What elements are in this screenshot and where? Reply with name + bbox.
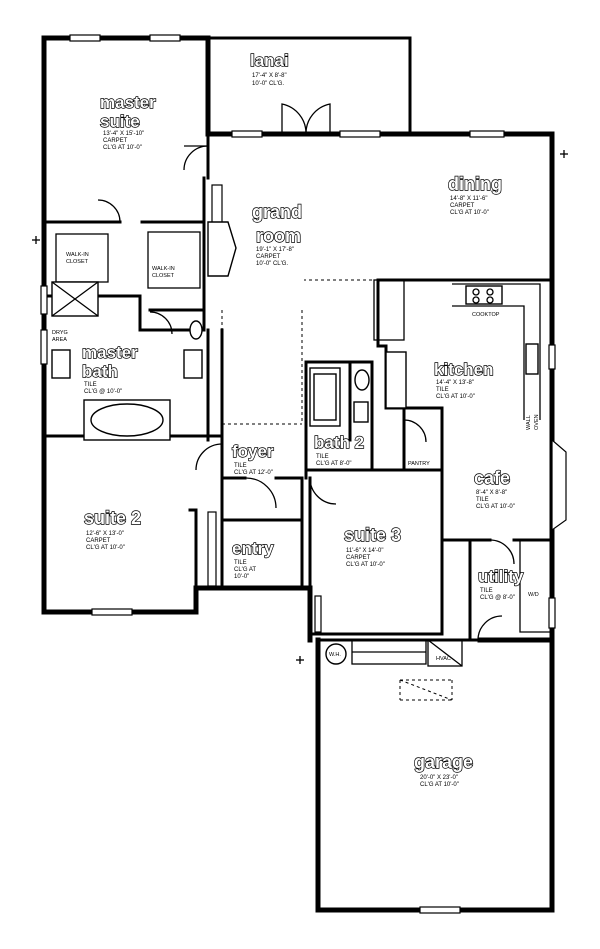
svg-text:TILE: TILE bbox=[476, 497, 489, 503]
svg-text:CL'G @ 8'-0": CL'G @ 8'-0" bbox=[480, 595, 515, 601]
svg-text:WALK-IN: WALK-IN bbox=[66, 252, 89, 258]
master-bath-name-2: bath bbox=[82, 362, 118, 381]
svg-text:8'-4" X 8'-8": 8'-4" X 8'-8" bbox=[476, 490, 507, 496]
svg-text:CL'G AT 10'-0": CL'G AT 10'-0" bbox=[450, 210, 489, 216]
svg-text:CL'G @ 10'-0": CL'G @ 10'-0" bbox=[84, 389, 122, 395]
svg-text:CL'G AT 10'-0": CL'G AT 10'-0" bbox=[420, 782, 459, 788]
svg-text:CLOSET: CLOSET bbox=[66, 259, 89, 265]
svg-text:CARPET: CARPET bbox=[103, 138, 128, 144]
grand-room-name: grand bbox=[252, 202, 302, 222]
svg-text:12'-6" X 13'-0": 12'-6" X 13'-0" bbox=[86, 531, 124, 537]
svg-text:CL'G AT 10'-0": CL'G AT 10'-0" bbox=[436, 394, 475, 400]
svg-text:TILE: TILE bbox=[316, 454, 329, 460]
svg-text:CARPET: CARPET bbox=[450, 203, 475, 209]
svg-text:10'-0" CL'G.: 10'-0" CL'G. bbox=[256, 261, 288, 267]
svg-text:WALK-IN: WALK-IN bbox=[152, 266, 175, 272]
svg-text:CL'G AT 10'-0": CL'G AT 10'-0" bbox=[476, 504, 515, 510]
svg-text:13'-4" X 15'-10": 13'-4" X 15'-10" bbox=[103, 131, 144, 137]
garage-name: garage bbox=[414, 752, 473, 772]
svg-text:CARPET: CARPET bbox=[346, 555, 371, 561]
interior-walls bbox=[42, 132, 554, 701]
utility-name: utility bbox=[478, 567, 524, 586]
svg-text:WALL: WALL bbox=[526, 415, 532, 430]
grand-room-name-2: room bbox=[256, 226, 301, 246]
svg-text:W.H.: W.H. bbox=[329, 652, 341, 658]
suite3-name: suite 3 bbox=[344, 525, 401, 545]
master-suite-name-2: suite bbox=[100, 112, 140, 131]
svg-text:CL'G AT: CL'G AT bbox=[234, 567, 256, 573]
cafe-name: cafe bbox=[474, 468, 510, 488]
svg-text:HVAC: HVAC bbox=[436, 656, 451, 662]
room-labels: master suite 13'-4" X 15'-10" CARPET CL'… bbox=[81, 50, 524, 788]
master-suite-name: master bbox=[100, 93, 156, 112]
svg-text:DRYG: DRYG bbox=[52, 330, 68, 336]
svg-text:OVEN: OVEN bbox=[534, 414, 540, 430]
svg-text:14'-8" X 11'-6": 14'-8" X 11'-6" bbox=[450, 196, 487, 202]
svg-text:10'-0": 10'-0" bbox=[234, 574, 249, 580]
entry-name: entry bbox=[232, 539, 274, 558]
svg-text:CLOSET: CLOSET bbox=[152, 273, 175, 279]
dining-name: dining bbox=[448, 174, 502, 194]
svg-text:TILE: TILE bbox=[234, 463, 247, 469]
svg-text:PANTRY: PANTRY bbox=[408, 461, 430, 467]
svg-text:19'-1" X 17'-8": 19'-1" X 17'-8" bbox=[256, 247, 294, 253]
svg-text:COOKTOP: COOKTOP bbox=[472, 312, 500, 318]
svg-text:CARPET: CARPET bbox=[86, 538, 111, 544]
svg-text:17'-4" X 8'-8": 17'-4" X 8'-8" bbox=[252, 73, 287, 79]
svg-text:11'-6" X 14'-0": 11'-6" X 14'-0" bbox=[346, 548, 383, 554]
svg-text:TILE: TILE bbox=[234, 560, 247, 566]
svg-text:CL'G AT 10'-0": CL'G AT 10'-0" bbox=[86, 545, 125, 551]
doors bbox=[97, 103, 515, 880]
corner-markers bbox=[32, 150, 568, 664]
svg-text:10'-0" CL'G.: 10'-0" CL'G. bbox=[252, 81, 284, 87]
svg-text:CL'G AT 10'-0": CL'G AT 10'-0" bbox=[346, 562, 385, 568]
suite2-name: suite 2 bbox=[84, 508, 141, 528]
windows bbox=[40, 34, 567, 914]
svg-text:20'-0" X 23'-0": 20'-0" X 23'-0" bbox=[420, 775, 458, 781]
svg-text:14'-4" X 13'-8": 14'-4" X 13'-8" bbox=[436, 380, 474, 386]
svg-text:AREA: AREA bbox=[52, 337, 67, 343]
bath2-name: bath 2 bbox=[314, 433, 364, 452]
svg-text:CL'G AT 8'-0": CL'G AT 8'-0" bbox=[316, 461, 352, 467]
svg-text:TILE: TILE bbox=[436, 387, 449, 393]
foyer-name: foyer bbox=[232, 442, 274, 461]
svg-text:TILE: TILE bbox=[480, 588, 493, 594]
master-bath-name: master bbox=[82, 343, 138, 362]
svg-text:W/D: W/D bbox=[528, 592, 539, 598]
svg-text:CL'G AT 12'-0": CL'G AT 12'-0" bbox=[234, 470, 273, 476]
lanai-name: lanai bbox=[250, 51, 289, 70]
svg-text:CARPET: CARPET bbox=[256, 254, 281, 260]
fixtures bbox=[51, 221, 539, 665]
fixture-labels: WALK-IN CLOSET WALK-IN CLOSET DRYG AREA … bbox=[52, 252, 540, 662]
kitchen-name: kitchen bbox=[434, 360, 494, 379]
svg-text:CL'G AT 10'-0": CL'G AT 10'-0" bbox=[103, 145, 142, 151]
svg-text:TILE: TILE bbox=[84, 382, 97, 388]
